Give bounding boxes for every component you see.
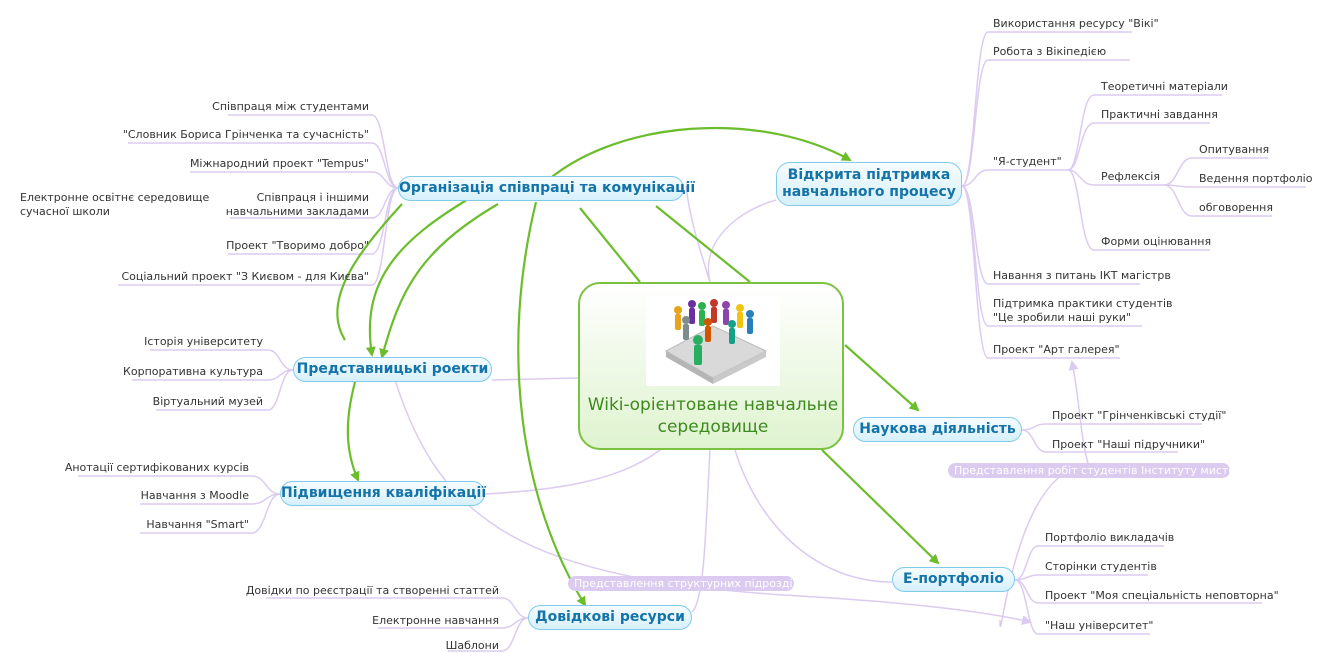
topic-org[interactable]: Організація співпраці та комунікації bbox=[398, 176, 695, 201]
leaf-open-10[interactable]: Форми оцінювання bbox=[1101, 235, 1212, 248]
leaf-res-3[interactable]: Шаблони bbox=[445, 639, 499, 652]
topic-representative-label: Представницькі роекти bbox=[296, 361, 489, 377]
leaf-eport-4[interactable]: "Наш університет" bbox=[1045, 619, 1154, 632]
central-title-part2: середовище bbox=[657, 417, 769, 437]
leaf-open-8[interactable]: Ведення портфоліо bbox=[1199, 172, 1313, 185]
leaf-open-7[interactable]: Опитування bbox=[1199, 143, 1270, 156]
leaf-org-1[interactable]: Співпраця між студентами bbox=[212, 100, 369, 113]
leaf-org-5b[interactable]: сучасної школи bbox=[20, 205, 110, 218]
topic-science[interactable]: Наукова діяльність bbox=[853, 417, 1022, 442]
leaf-open-5[interactable]: Практичні завдання bbox=[1101, 108, 1218, 121]
people-puzzle-icon bbox=[646, 296, 780, 386]
leaf-org-3[interactable]: Міжнародний проект "Tempus" bbox=[189, 157, 369, 170]
leaf-science-1[interactable]: Проект "Грінченківські студії" bbox=[1052, 409, 1227, 422]
leaf-open-12a[interactable]: Підтримка практики студентів bbox=[993, 297, 1173, 310]
leaf-science-2[interactable]: Проект "Наші підручники" bbox=[1052, 438, 1206, 451]
leaf-org-6[interactable]: Проект "Творимо добро" bbox=[226, 239, 369, 252]
leaf-open-2[interactable]: Робота з Вікіпедією bbox=[993, 45, 1107, 58]
leaf-repr-3[interactable]: Віртуальний музей bbox=[152, 395, 263, 408]
topic-open-label-line2: навчального процесу bbox=[782, 184, 956, 200]
central-title-prefix: Wiki- bbox=[587, 395, 630, 415]
topic-open-label-line1: Відкрита підтримка bbox=[787, 167, 951, 183]
leaf-open-12b[interactable]: "Це зробили наші руки" bbox=[993, 311, 1131, 324]
leaf-qual-3[interactable]: Навчання "Smart" bbox=[146, 518, 249, 531]
central-node[interactable]: Wiki-орієнтоване навчальне середовище bbox=[578, 282, 844, 450]
leaf-org-4a[interactable]: Співпраця і іншими bbox=[256, 191, 369, 204]
leaf-open-11[interactable]: Навання з питань ІКТ магістрв bbox=[993, 269, 1171, 282]
leaf-open-4[interactable]: Теоретичні матеріали bbox=[1101, 80, 1228, 93]
leaf-org-7[interactable]: Соціальний проект "З Києвом - для Києва" bbox=[121, 270, 369, 283]
topic-science-label: Наукова діяльність bbox=[859, 421, 1016, 437]
leaf-open-6[interactable]: Рефлексія bbox=[1101, 170, 1160, 183]
topic-org-label: Організація співпраці та комунікації bbox=[399, 180, 696, 196]
leaf-repr-2[interactable]: Корпоративна культура bbox=[123, 365, 263, 378]
floating-structural-label: Представлення структурних підрозділів bbox=[574, 577, 810, 590]
leaf-repr-1[interactable]: Історія університету bbox=[144, 335, 263, 348]
leaf-eport-2[interactable]: Сторінки студентів bbox=[1045, 560, 1157, 573]
central-title-part1: орієнтоване навчальне bbox=[629, 395, 839, 415]
topic-resources[interactable]: Довідкові ресурси bbox=[528, 605, 692, 630]
leaf-eport-1[interactable]: Портфоліо викладачів bbox=[1045, 531, 1175, 544]
leaf-open-1[interactable]: Використання ресурсу "Вікі" bbox=[993, 17, 1159, 30]
floating-structural[interactable]: Представлення структурних підрозділів bbox=[568, 576, 809, 591]
leaf-org-4b[interactable]: навчальними закладами bbox=[225, 205, 369, 218]
leaf-open-13[interactable]: Проект "Арт галерея" bbox=[993, 343, 1120, 356]
topic-eportfolio-label: Е-портфоліо bbox=[903, 571, 1004, 587]
central-title: Wiki-орієнтоване навчальне середовище bbox=[580, 394, 846, 438]
topic-open-support[interactable]: Відкрита підтримка навчального процесу bbox=[776, 162, 962, 206]
leaf-res-1[interactable]: Довідки по реєстрації та створенні статт… bbox=[245, 584, 499, 597]
topic-representative[interactable]: Представницькі роекти bbox=[293, 357, 492, 382]
topic-qualification[interactable]: Підвищення кваліфікації bbox=[280, 481, 487, 506]
leaf-org-5a[interactable]: Електронне освітнє середовище bbox=[20, 191, 210, 204]
leaf-open-9[interactable]: обговорення bbox=[1199, 201, 1273, 214]
leaf-open-3[interactable]: "Я-студент" bbox=[993, 155, 1062, 168]
topic-qualification-label: Підвищення кваліфікації bbox=[281, 485, 487, 501]
leaf-qual-1[interactable]: Анотації сертифікованих курсів bbox=[64, 461, 249, 474]
topic-eportfolio[interactable]: Е-портфоліо bbox=[892, 567, 1015, 592]
leaf-qual-2[interactable]: Навчання з Moodle bbox=[140, 489, 249, 502]
leaf-res-2[interactable]: Електронне навчання bbox=[372, 614, 499, 627]
leaf-org-2[interactable]: "Словник Бориса Грінченка та сучасність" bbox=[122, 128, 369, 141]
topic-resources-label: Довідкові ресурси bbox=[535, 609, 685, 625]
leaf-eport-3[interactable]: Проект "Моя спеціальність неповторна" bbox=[1045, 589, 1279, 602]
floating-institute[interactable]: Представлення робіт студентів Інституту … bbox=[948, 463, 1255, 478]
floating-institute-label: Представлення робіт студентів Інституту … bbox=[954, 464, 1256, 477]
